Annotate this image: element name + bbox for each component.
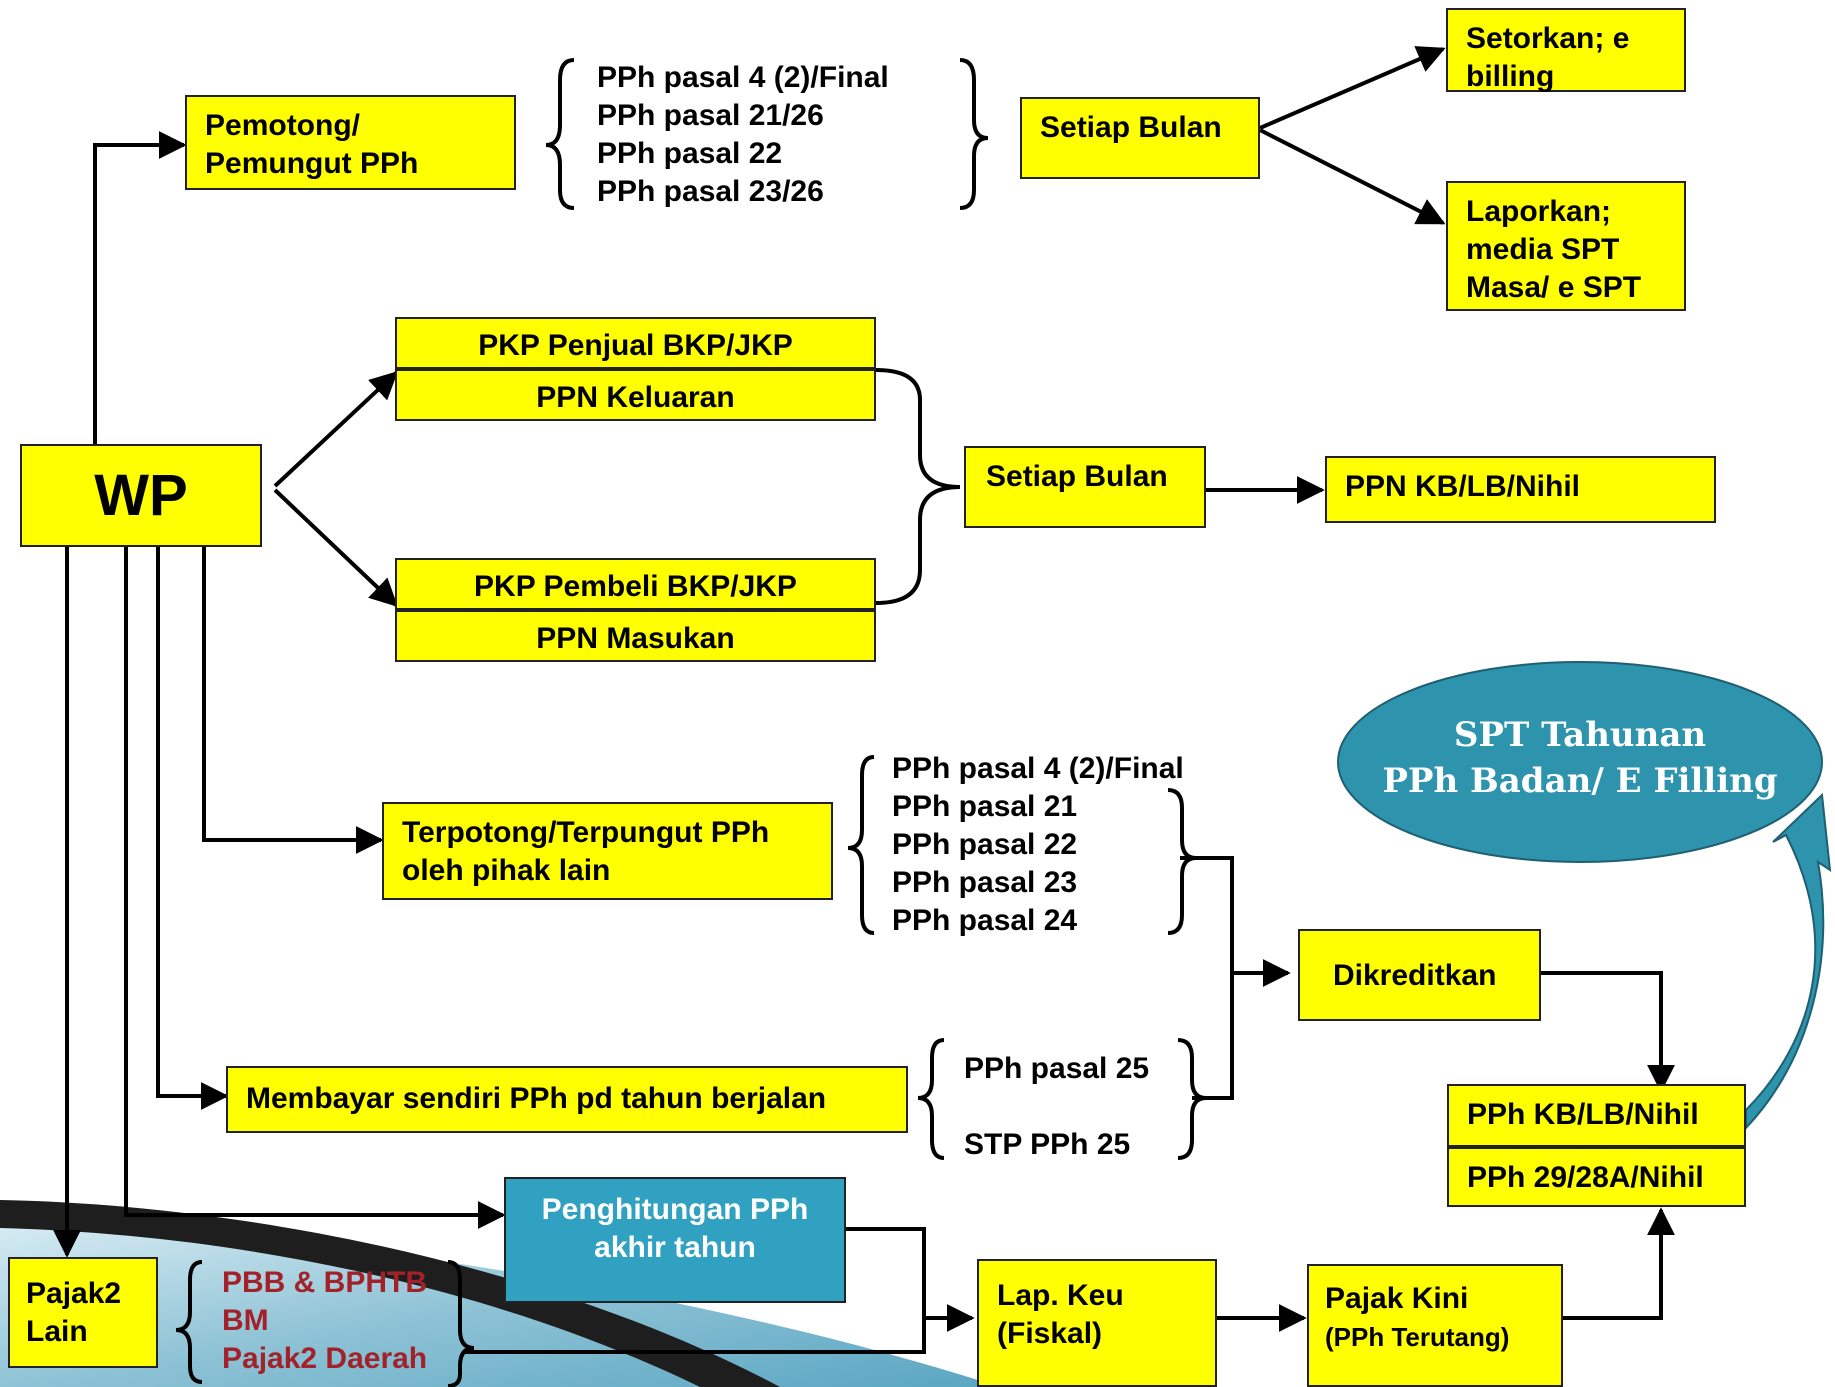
terpotong-line1: Terpotong/Terpungut PPh — [402, 816, 770, 849]
setorkan-line1: Setorkan; e — [1466, 22, 1630, 55]
pemotong-line1: Pemotong/ — [205, 109, 360, 142]
arrow-to-laporkan — [1259, 128, 1446, 225]
terpotong-box: Terpotong/Terpungut PPh oleh pihak lain — [382, 802, 833, 900]
arrow-dikreditkan-to-pph-kb — [1541, 971, 1675, 1093]
membayar-box: Membayar sendiri PPh pd tahun berjalan — [226, 1066, 908, 1133]
bracket-ppn — [875, 368, 961, 605]
laporkan-line1: Laporkan; — [1466, 195, 1612, 228]
setorkan-line2: billing — [1466, 60, 1555, 93]
pemotong-line2: Pemungut PPh — [205, 147, 419, 180]
pajak2-lain-box: Pajak2 Lain — [8, 1257, 158, 1368]
spt-tahunan-ellipse — [1337, 661, 1823, 863]
pph-29-box: PPh 29/28A/Nihil — [1447, 1147, 1746, 1207]
pkp-pembeli-label: PKP Pembeli BKP/JKP — [474, 570, 797, 603]
arrow-wp-to-pemotong — [93, 131, 187, 446]
wp-label: WP — [94, 463, 188, 528]
pemotong-list-item: PPh pasal 23/26 — [597, 175, 824, 208]
pajak2-list-item: PBB & BPHTB — [222, 1266, 428, 1299]
brace-terpotong-right — [1167, 788, 1197, 935]
penghitungan-line1: Penghitungan PPh — [541, 1193, 809, 1226]
pajak2-lain-line1: Pajak2 — [26, 1277, 122, 1310]
pajak2-lain-line2: Lain — [26, 1315, 88, 1348]
ppn-keluaran-box: PPN Keluaran — [395, 369, 876, 421]
arrow-wp-to-membayar — [156, 544, 229, 1110]
terpotong-line2: oleh pihak lain — [402, 854, 611, 887]
ppn-masukan-label: PPN Masukan — [536, 622, 735, 655]
terpotong-list: PPh pasal 4 (2)/Final PPh pasal 21 PPh p… — [892, 750, 1184, 940]
arrow-pajak2-to-lapkeu — [465, 1304, 975, 1354]
penghitungan-line2: akhir tahun — [594, 1231, 756, 1264]
membayar-label: Membayar sendiri PPh pd tahun berjalan — [246, 1082, 827, 1115]
setiap-bulan-1-label: Setiap Bulan — [1040, 111, 1222, 144]
spt-tahunan-text: SPT Tahunan PPh Badan/ E Filling — [1340, 712, 1820, 804]
setiap-bulan-2-label: Setiap Bulan — [986, 460, 1168, 493]
arrow-wp-to-pkp-penjual — [273, 371, 399, 488]
pajak2-list: PBB & BPHTB BM Pajak2 Daerah — [222, 1264, 427, 1378]
spt-tahunan-line1: SPT Tahunan — [1453, 715, 1707, 755]
dikreditkan-box: Dikreditkan — [1298, 929, 1541, 1021]
ppn-kb-box: PPN KB/LB/Nihil — [1325, 456, 1716, 523]
brace-pemotong-right — [959, 58, 989, 210]
setiap-bulan-2-box: Setiap Bulan — [964, 446, 1206, 528]
pajak2-list-item: BM — [222, 1304, 269, 1337]
terpotong-list-item: PPh pasal 24 — [892, 904, 1078, 937]
pemotong-list-item: PPh pasal 4 (2)/Final — [597, 61, 889, 94]
pemotong-box: Pemotong/ Pemungut PPh — [185, 95, 516, 190]
penghitungan-box: Penghitungan PPh akhir tahun — [504, 1177, 846, 1303]
pkp-pembeli-box: PKP Pembeli BKP/JKP — [395, 558, 876, 610]
terpotong-list-item: PPh pasal 4 (2)/Final — [892, 752, 1184, 785]
lap-keu-box: Lap. Keu (Fiskal) — [977, 1259, 1217, 1387]
brace-terpotong-left — [847, 755, 875, 935]
wp-box: WP — [20, 444, 262, 547]
setiap-bulan-1-box: Setiap Bulan — [1020, 97, 1260, 179]
spt-tahunan-line2: PPh Badan/ E Filling — [1382, 761, 1778, 801]
brace-pajak2-right — [447, 1260, 475, 1387]
ppn-keluaran-label: PPN Keluaran — [536, 381, 735, 414]
corner-swoosh-dark-band — [0, 1200, 780, 1387]
pkp-penjual-label: PKP Penjual BKP/JKP — [478, 329, 793, 362]
dikreditkan-label: Dikreditkan — [1333, 959, 1497, 992]
pkp-penjual-box: PKP Penjual BKP/JKP — [395, 317, 876, 369]
pph-29-label: PPh 29/28A/Nihil — [1467, 1161, 1704, 1194]
arrow-wp-to-terpotong — [202, 544, 384, 854]
pemotong-list-item: PPh pasal 21/26 — [597, 99, 824, 132]
pajak-kini-box: Pajak Kini (PPh Terutang) — [1307, 1264, 1563, 1387]
brace-group — [175, 58, 1207, 1387]
pajak-kini-line2: (PPh Terutang) — [1325, 1322, 1510, 1352]
terpotong-list-item: PPh pasal 22 — [892, 828, 1078, 861]
laporkan-line2: media SPT — [1466, 233, 1620, 266]
lap-keu-line1: Lap. Keu — [997, 1279, 1124, 1312]
terpotong-list-item: PPh pasal 23 — [892, 866, 1078, 899]
pajak2-list-item: Pajak2 Daerah — [222, 1342, 428, 1375]
brace-membayar-left — [917, 1038, 945, 1160]
terpotong-list-item: PPh pasal 21 — [892, 790, 1078, 823]
membayar-list-item-2: STP PPh 25 — [964, 1128, 1131, 1161]
brace-pemotong-left — [545, 58, 575, 210]
spt-curved-arrow — [1745, 792, 1832, 1131]
brace-membayar-right — [1177, 1038, 1207, 1160]
pajak-kini-line1: Pajak Kini — [1325, 1282, 1469, 1315]
line-penghitungan-to-lapkeu — [846, 1227, 926, 1318]
arrow-wp-to-pkp-pembeli — [273, 488, 399, 607]
membayar-list-item-1: PPh pasal 25 — [964, 1052, 1150, 1085]
arrow-wp-to-penghitungan — [124, 544, 506, 1229]
ppn-kb-label: PPN KB/LB/Nihil — [1345, 470, 1581, 503]
connector-lines — [53, 46, 1675, 1354]
arrow-to-setorkan — [1259, 46, 1446, 130]
pph-kb-box: PPh KB/LB/Nihil — [1447, 1084, 1746, 1147]
line-terpotong-bracket — [1180, 856, 1234, 1100]
brace-pajak2-left — [175, 1260, 203, 1384]
ppn-masukan-box: PPN Masukan — [395, 610, 876, 662]
laporkan-box: Laporkan; media SPT Masa/ e SPT — [1446, 181, 1686, 311]
setorkan-box: Setorkan; e billing — [1446, 8, 1686, 93]
pemotong-list-item: PPh pasal 22 — [597, 137, 783, 170]
pph-kb-label: PPh KB/LB/Nihil — [1467, 1098, 1699, 1131]
laporkan-line3: Masa/ e SPT — [1466, 271, 1642, 304]
arrow-pajak-kini-to-pph29 — [1563, 1207, 1675, 1320]
lap-keu-line2: (Fiskal) — [997, 1317, 1103, 1350]
pemotong-list: PPh pasal 4 (2)/Final PPh pasal 21/26 PP… — [597, 59, 889, 211]
